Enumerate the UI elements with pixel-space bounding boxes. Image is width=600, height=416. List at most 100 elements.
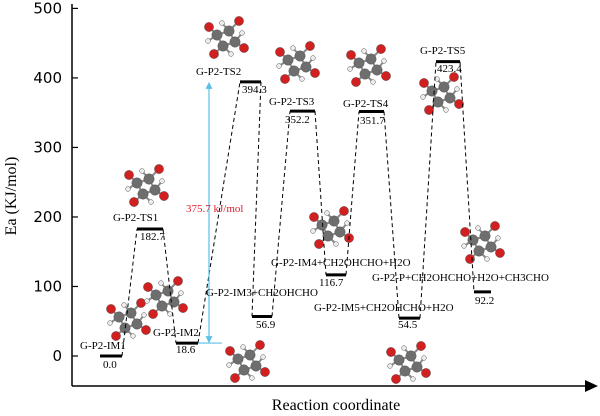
connector-ts3-im4 — [314, 111, 327, 275]
molecule-atom — [347, 66, 353, 72]
state-value-p: 92.2 — [475, 295, 494, 307]
molecule-atom — [159, 191, 169, 201]
molecule-atom — [495, 235, 501, 241]
molecule-atom — [232, 353, 244, 365]
molecule-atom — [424, 105, 434, 115]
molecule-atom — [173, 276, 183, 286]
connector-ts4-im5 — [383, 111, 400, 319]
molecule-atom — [370, 79, 376, 85]
y-tick-label-0: 0 — [52, 347, 62, 365]
connector-im5-ts5 — [419, 61, 437, 319]
molecule-structure-im3 — [225, 340, 270, 383]
y-tick-label-400: 400 — [33, 69, 62, 87]
molecule-atom — [141, 325, 151, 335]
molecule-atom — [467, 234, 479, 246]
molecule-atom — [178, 303, 188, 313]
molecule-atom — [454, 86, 460, 92]
state-value-im4: 116.7 — [319, 277, 344, 289]
connector-ts5-p — [459, 61, 475, 292]
molecule-atom — [305, 41, 315, 51]
molecule-atom — [485, 241, 497, 253]
molecule-atom — [310, 68, 320, 78]
molecule-atom — [280, 74, 290, 84]
molecule-atom — [359, 68, 371, 80]
state-value-ts3: 352.2 — [285, 114, 310, 126]
molecule-atom — [240, 344, 246, 350]
molecule-atom — [143, 282, 153, 292]
molecule-atom — [416, 341, 426, 351]
state-value-im3: 56.9 — [256, 319, 276, 331]
molecule-atom — [421, 355, 427, 361]
molecule-atom — [391, 374, 401, 384]
molecule-atom — [454, 99, 464, 109]
molecule-atom — [234, 16, 244, 26]
connector-ts2-im3 — [251, 81, 262, 317]
molecule-atom — [131, 318, 143, 330]
molecule-atom — [158, 280, 164, 286]
molecule-atom — [381, 71, 391, 81]
molecule-atom — [156, 300, 168, 312]
connector-im2-ts2 — [197, 81, 241, 344]
molecule-atom — [484, 256, 490, 262]
molecule-atom — [432, 96, 444, 108]
molecule-atom — [420, 94, 426, 100]
molecule-atom — [260, 354, 266, 360]
molecule-atom — [310, 55, 316, 61]
state-labels: G-P2-IM1 0.0 G-P2-TS1 182.7G-P2-IM2 18.6 G-P2… — [80, 45, 549, 371]
molecule-atom — [141, 312, 147, 318]
state-value-ts4: 351.7 — [360, 115, 385, 127]
molecule-atom — [300, 61, 312, 73]
state-label-im3: G-P2-IM3+CH2OHCHO — [206, 287, 318, 299]
molecule-atom — [381, 58, 387, 64]
state-value-ts2: 394.3 — [242, 84, 267, 96]
state-label-ts1: G-P2-TS1 — [113, 212, 158, 224]
molecule-atom — [255, 340, 265, 350]
molecule-structure-im5 — [386, 341, 431, 384]
molecule-atom — [299, 76, 305, 82]
state-value-im1: 0.0 — [103, 359, 117, 371]
y-tick-label-100: 100 — [33, 277, 62, 295]
molecule-atom — [334, 226, 346, 238]
molecule-atom — [130, 333, 136, 339]
molecule-atom — [204, 22, 214, 32]
molecule-atom — [351, 77, 361, 87]
molecule-structure-ts1 — [124, 164, 169, 207]
molecule-atom — [136, 298, 146, 308]
molecule-atom — [405, 350, 417, 362]
molecule-atom — [275, 47, 285, 57]
molecule-atom — [230, 373, 240, 383]
molecule-atom — [229, 36, 241, 48]
molecule-atom — [249, 375, 255, 381]
y-tick-label-300: 300 — [33, 138, 62, 156]
molecule-atom — [290, 45, 296, 51]
molecule-atom — [209, 49, 219, 59]
molecule-atom — [324, 210, 330, 216]
state-label-ts5: G-P2-TS5 — [420, 45, 466, 57]
molecule-atom — [107, 320, 113, 326]
molecule-atom — [288, 65, 300, 77]
state-value-ts1: 182.7 — [140, 231, 165, 243]
molecule-atom — [353, 57, 365, 69]
molecule-atom — [149, 184, 161, 196]
molecule-atom — [282, 54, 294, 66]
state-label-im2: G-P2-IM2 — [153, 327, 199, 339]
molecule-structure-im1 — [106, 298, 151, 341]
molecule-atom — [322, 230, 334, 242]
molecule-atom — [387, 363, 393, 369]
molecule-atom — [211, 29, 223, 41]
molecule-atom — [449, 72, 459, 82]
state-value-im2: 18.6 — [176, 344, 196, 356]
state-label-im1: G-P2-IM1 — [80, 340, 126, 352]
molecule-atom — [316, 219, 328, 231]
molecule-atom — [239, 30, 245, 36]
molecule-structure-ts5 — [419, 72, 464, 115]
connector-ts1-im2 — [162, 228, 177, 344]
molecule-atom — [113, 311, 125, 323]
state-label-im5: G-P2-IM5+CH2OHCHO+H2O — [314, 302, 454, 314]
molecule-atom — [125, 307, 137, 319]
energy-levels — [100, 60, 491, 358]
molecule-atom — [276, 63, 282, 69]
